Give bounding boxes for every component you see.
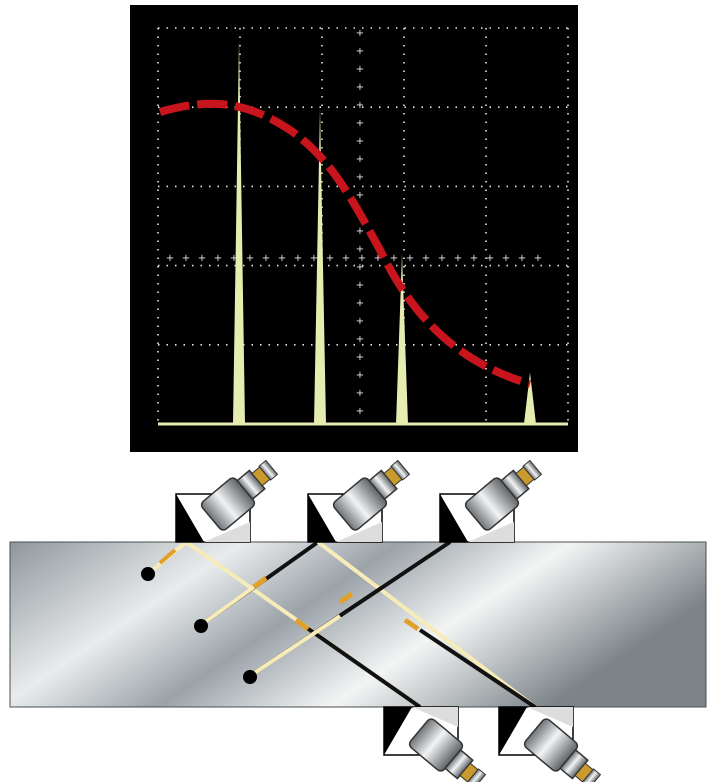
- beam-skip-2: [316, 540, 537, 709]
- probe-wedge: [440, 494, 468, 542]
- transducer-probe: [498, 706, 602, 782]
- grid-tick-h: +: [310, 253, 318, 264]
- grid-tick-v: +: [356, 316, 364, 327]
- probe-wedge: [384, 707, 412, 755]
- grid-tick-v: +: [356, 154, 364, 165]
- grid-tick-v: +: [356, 172, 364, 183]
- grid-tick-v: +: [356, 298, 364, 309]
- grid-tick-v: +: [356, 406, 364, 417]
- grid-tick-h: +: [534, 253, 542, 264]
- probe-wedge: [499, 707, 527, 755]
- grid-tick-v: +: [356, 28, 364, 39]
- grid-tick-h: +: [406, 253, 414, 264]
- screen-background: [130, 5, 578, 452]
- grid-tick-h: +: [470, 253, 478, 264]
- beam-skip-2-dark: [418, 628, 537, 709]
- grid-tick-h: +: [486, 253, 494, 264]
- grid-tick-v: +: [356, 136, 364, 147]
- grid-tick-v: +: [356, 64, 364, 75]
- grid-tick-v: +: [356, 334, 364, 345]
- grid-tick-v: +: [356, 262, 364, 273]
- reflector-3: [243, 670, 257, 684]
- beam-skip-2-hot: [403, 617, 420, 632]
- echo-peak: [524, 372, 536, 424]
- echo-peak: [314, 107, 326, 424]
- oscilloscope-screen: ++++++++++++++++++++++++++++++++++++++++…: [130, 5, 578, 452]
- probe-wedge: [308, 494, 336, 542]
- grid-tick-h: +: [294, 253, 302, 264]
- grid-tick-h: +: [438, 253, 446, 264]
- transducer-probe: [175, 459, 279, 543]
- grid-tick-h: +: [518, 253, 526, 264]
- beam-path-3-hot: [338, 591, 354, 605]
- probe-wedge-face: [412, 707, 458, 727]
- dac-curve: [158, 99, 532, 388]
- beam-segment-1a: [158, 548, 177, 565]
- grid-tick-h: +: [358, 253, 366, 264]
- transducer-probe: [439, 459, 543, 543]
- top-probes: [175, 459, 543, 543]
- reflector-2: [194, 619, 208, 633]
- probe-wedge-face: [336, 522, 382, 542]
- beam-path-2-hot: [252, 576, 268, 589]
- grid-tick-h: +: [454, 253, 462, 264]
- grid-tick-h: +: [262, 253, 270, 264]
- grid-tick-h: +: [326, 253, 334, 264]
- beam-path-2-light: [199, 585, 256, 627]
- grid-tick-v: +: [356, 388, 364, 399]
- grid-tick-h: +: [166, 253, 174, 264]
- transducer-probe: [383, 706, 487, 782]
- grid-tick-h: +: [230, 253, 238, 264]
- echo-peaks: [233, 39, 536, 424]
- grid-tick-h: +: [422, 253, 430, 264]
- grid-tick-h: +: [278, 253, 286, 264]
- test-specimen: [9, 541, 707, 708]
- probe-body: [464, 459, 543, 531]
- grid-tick-v: +: [356, 118, 364, 129]
- grid-tick-h: +: [502, 253, 510, 264]
- reflector-1: [141, 567, 155, 581]
- probe-wedge-face: [468, 522, 514, 542]
- grid-tick-v: +: [356, 280, 364, 291]
- grid-tick-h: +: [246, 253, 254, 264]
- grid-tick-v: +: [356, 100, 364, 111]
- probe-body: [332, 459, 411, 531]
- reflectors: [141, 567, 257, 684]
- transducer-probe: [307, 459, 411, 543]
- grid-tick-h: +: [374, 253, 382, 264]
- echo-peak: [233, 39, 245, 424]
- probe-body: [523, 718, 602, 782]
- beam-skip-1-dark: [298, 621, 422, 709]
- beam-path-3-light: [248, 614, 342, 678]
- grid-tick-v: +: [356, 370, 364, 381]
- grid-tick-v: +: [356, 46, 364, 57]
- grid-tick-v: +: [356, 190, 364, 201]
- sound-beams: [146, 540, 537, 709]
- grid-tick-h: +: [342, 253, 350, 264]
- grid-tick-h: +: [198, 253, 206, 264]
- probe-wedge-face: [204, 522, 250, 542]
- probe-wedge: [176, 494, 204, 542]
- screen-grid: ++++++++++++++++++++++++++++++++++++++++…: [157, 27, 569, 425]
- grid-tick-h: +: [390, 253, 398, 264]
- probe-body: [200, 459, 279, 531]
- probe-body: [408, 718, 487, 782]
- probe-wedge-face: [527, 707, 573, 727]
- bottom-probes: [383, 706, 602, 782]
- grid-tick-h: +: [214, 253, 222, 264]
- grid-tick-v: +: [356, 244, 364, 255]
- beam-skip-1-hot: [294, 618, 310, 631]
- grid-tick-v: +: [356, 352, 364, 363]
- grid-tick-h: +: [182, 253, 190, 264]
- echo-peak: [396, 253, 408, 424]
- grid-tick-v: +: [356, 82, 364, 93]
- grid-tick-v: +: [356, 226, 364, 237]
